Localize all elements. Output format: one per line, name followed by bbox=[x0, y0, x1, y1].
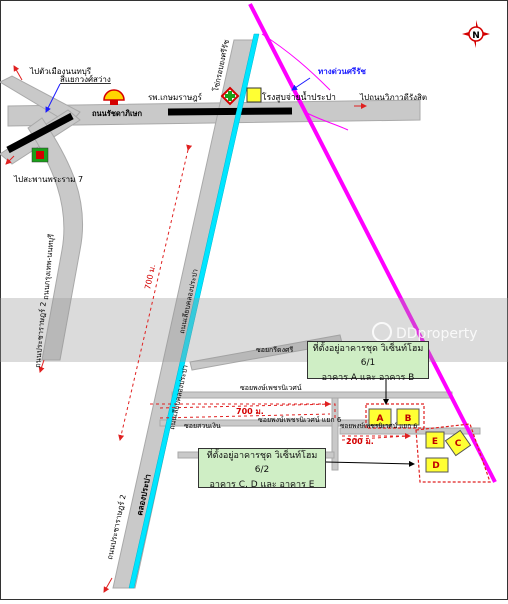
building-e-label: E bbox=[432, 437, 438, 447]
callout-site-6-2: ที่ตั้งอยู่อาคารชุด วิเซ็นท์โฮม 6/2 อาคา… bbox=[198, 448, 326, 490]
building-c-label: C bbox=[455, 439, 462, 449]
label-expressway: ทางด่วนศรีรัช bbox=[318, 66, 367, 76]
callout-bottom-title: ที่ตั้งอยู่อาคารชุด วิเซ็นท์โฮม 6/2 bbox=[206, 451, 318, 476]
building-d bbox=[425, 457, 449, 473]
building-a-label: A bbox=[377, 414, 384, 424]
landmark-icon bbox=[31, 147, 49, 163]
label-700: 700 ม. bbox=[236, 407, 264, 416]
callout-bottom-sub: อาคาร C, D และ อาคาร E bbox=[209, 479, 315, 490]
junction-marks bbox=[6, 107, 293, 154]
label-soi-4: ซอยสวนเงิน bbox=[184, 422, 221, 430]
shell-logo bbox=[103, 89, 125, 105]
label-to-vibhavadi: ไปถนนวิภาวดีรังสิต bbox=[359, 93, 427, 102]
building-c bbox=[444, 429, 472, 457]
callout-top-title: ที่ตั้งอยู่อาคารชุด วิเซ็นท์โฮม 6/1 bbox=[312, 344, 424, 369]
road-soi-vertical bbox=[331, 397, 339, 471]
route-lines bbox=[118, 144, 411, 441]
expressway-sirirat bbox=[248, 3, 497, 483]
buildings bbox=[368, 408, 472, 473]
water-plant-icon bbox=[246, 87, 262, 103]
arrow-to-nonthaburi bbox=[13, 65, 23, 81]
label-hospital: รพ.เกษมราษฎร์ bbox=[148, 92, 203, 102]
label-rama7: ไปสะพานพระราม 7 bbox=[13, 175, 83, 184]
label-soi-3: ซอยพงษ์เพชรนิเวศน์ แยก 6 bbox=[258, 416, 342, 424]
road-soi-pongphet bbox=[171, 391, 453, 399]
callout-bottom-arrow bbox=[325, 460, 415, 467]
hospital-cross-icon bbox=[220, 86, 240, 106]
compass-north-label: N bbox=[472, 31, 480, 41]
arrow-to-rama7 bbox=[5, 155, 15, 165]
expressway-arrow bbox=[291, 77, 311, 91]
building-e bbox=[425, 431, 445, 449]
building-d-label: D bbox=[432, 461, 439, 471]
watermark-text: DDproperty bbox=[396, 326, 478, 342]
label-200: 200 ม. bbox=[346, 437, 374, 446]
callout-site-6-1: ที่ตั้งอยู่อาคารชุด วิเซ็นท์โฮม 6/1 อาคา… bbox=[307, 341, 429, 383]
callout-top-sub: อาคาร A และ อาคาร B bbox=[321, 372, 415, 383]
building-a bbox=[368, 408, 392, 426]
arrow-south-left bbox=[38, 359, 45, 373]
label-soi-2: ซอยพงษ์เพชรนิเวศน์ bbox=[240, 384, 302, 392]
building-b-label: B bbox=[405, 414, 412, 424]
intersection-arrow bbox=[45, 83, 61, 113]
label-water-plant: โรงสูบจ่ายน้ำประปา bbox=[262, 91, 336, 103]
building-b bbox=[396, 408, 420, 426]
label-soi-1: ซอยกรีดงศรี bbox=[256, 346, 293, 354]
site-6-2-boundary bbox=[415, 423, 491, 483]
label-ratchadaphisek: ถนนรัชดาภิเษก bbox=[92, 109, 142, 118]
site-6-1-boundary bbox=[365, 403, 425, 429]
arrow-south-main bbox=[103, 577, 113, 593]
label-soi-5: ซอยพงษ์เพชรนิเวศน์ แยก 6 bbox=[340, 422, 417, 430]
label-intersection: สี่แยกวงศ์สว่าง bbox=[60, 73, 111, 84]
compass-icon: N bbox=[462, 20, 490, 48]
label-nonthaburi: ไปตัวเมืองนนทบุรี bbox=[29, 67, 92, 76]
